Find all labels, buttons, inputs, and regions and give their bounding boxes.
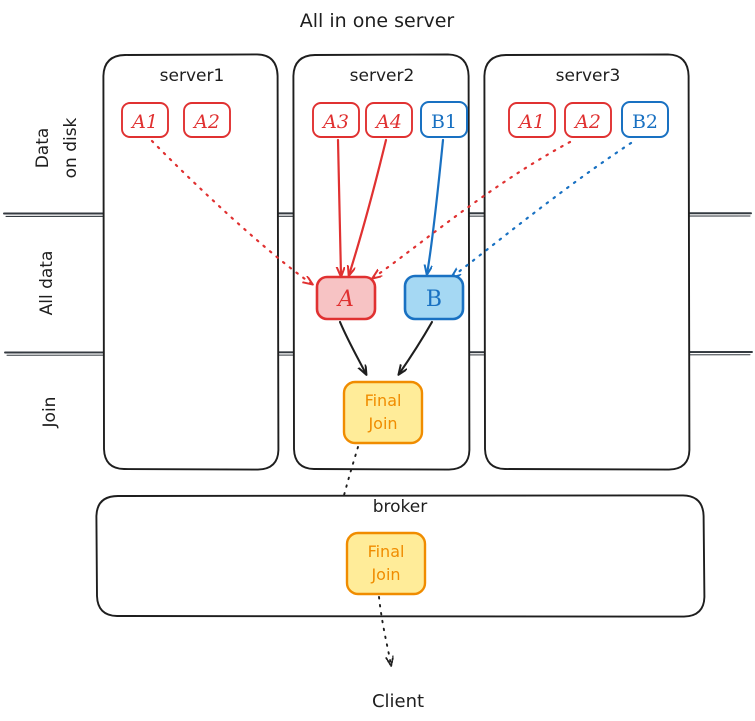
arrow-server1-a1-to-a [150, 139, 312, 284]
server3-container[interactable]: server3 [483, 53, 691, 471]
final-join-line-2: Join [367, 414, 397, 433]
chip-label: A1 [130, 111, 158, 133]
final-join-line-1: Final [368, 542, 405, 561]
chip-box [121, 102, 169, 138]
final-join-box [345, 531, 427, 596]
row-label-all-data: All data [37, 251, 57, 316]
server1-container[interactable]: server1 [102, 53, 280, 471]
chip-box [312, 102, 360, 138]
row-label-line-2: on disk [61, 117, 81, 178]
aggregate-a-label: A [336, 287, 354, 312]
chip-box [621, 101, 669, 138]
chip-label: A2 [192, 111, 220, 133]
client-label: Client [372, 691, 424, 712]
arrow-a3-to-a [338, 138, 341, 276]
chip-box [365, 102, 413, 138]
arrow-b-to-final-join [399, 320, 434, 374]
broker-label: broker [373, 497, 428, 517]
chip-label: A4 [374, 111, 402, 133]
server1-box [102, 53, 280, 471]
chip-server1-a1[interactable]: A1 [121, 102, 169, 138]
final-join-box [342, 380, 424, 445]
arrow-server3-a2-to-a [373, 140, 572, 278]
chip-server2-a3[interactable]: A3 [312, 102, 360, 138]
row-label-data-on-disk: Data on disk [33, 117, 81, 178]
chip-box [508, 102, 556, 138]
arrow-a-to-final-join [338, 320, 366, 374]
chip-server3-a1[interactable]: A1 [508, 102, 556, 138]
server3-box [483, 53, 691, 471]
aggregate-b-box [403, 274, 465, 321]
arrow-b1-to-b [427, 138, 445, 274]
server2-label: server2 [350, 66, 415, 86]
chip-server3-b2[interactable]: B2 [621, 101, 669, 138]
arrow-server3-b2-to-b [452, 141, 633, 277]
chip-label: B2 [632, 111, 658, 133]
page-title: All in one server [300, 10, 455, 32]
chip-box [420, 101, 468, 138]
row-label-join: Join [40, 397, 60, 429]
chip-server2-a4[interactable]: A4 [365, 102, 413, 138]
chip-label: A1 [517, 111, 545, 133]
server2-final-join[interactable]: Final Join [342, 380, 424, 445]
aggregate-a-box [315, 275, 377, 321]
chip-server1-a2[interactable]: A2 [183, 102, 231, 138]
aggregate-a[interactable]: A [315, 275, 377, 321]
final-join-line-1: Final [365, 391, 402, 410]
broker-final-join[interactable]: Final Join [345, 531, 427, 596]
chip-server3-a2[interactable]: A2 [564, 102, 612, 138]
row-label-line-1: All data [37, 251, 57, 316]
row-label-line-1: Join [40, 397, 60, 429]
chip-label: B1 [431, 111, 457, 133]
server3-label: server3 [556, 66, 621, 86]
chip-box [564, 102, 612, 138]
chip-box [183, 102, 231, 138]
chip-label: A2 [573, 111, 601, 133]
chip-label: A3 [321, 111, 349, 133]
chip-server2-b1[interactable]: B1 [420, 101, 468, 138]
arrow-broker-to-client [378, 596, 391, 665]
aggregate-b[interactable]: B [403, 274, 465, 321]
final-join-line-2: Join [370, 565, 400, 584]
arrow-a4-to-a [349, 138, 388, 275]
server1-label: server1 [160, 66, 225, 86]
row-label-line-1: Data [33, 128, 53, 169]
aggregate-b-label: B [426, 287, 442, 312]
